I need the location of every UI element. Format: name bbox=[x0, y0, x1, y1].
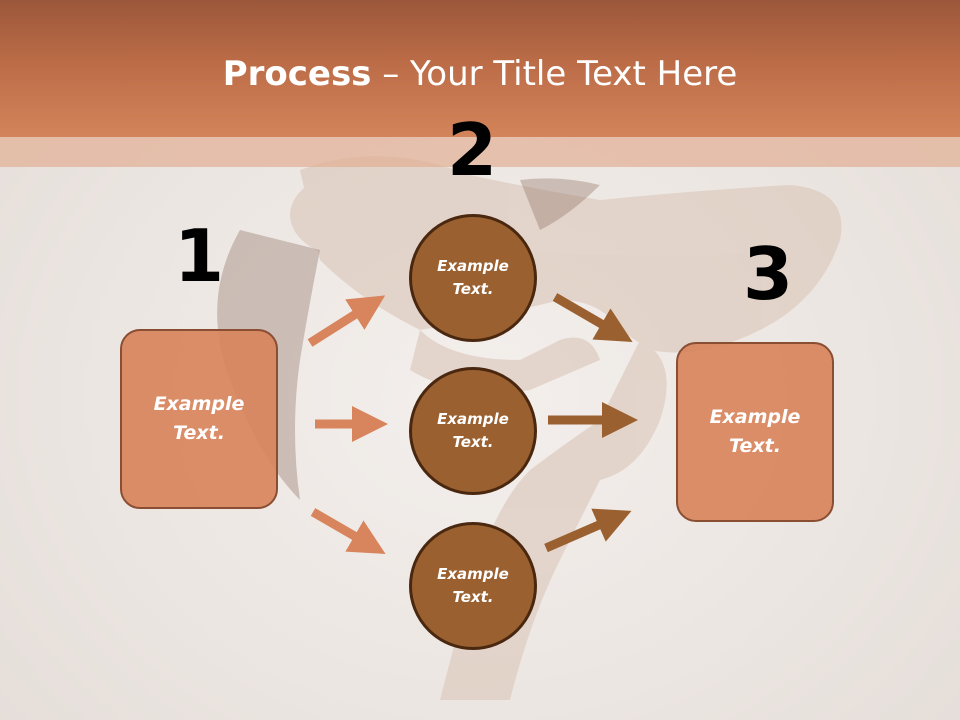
step-number-2: 2 bbox=[446, 108, 498, 192]
arrow-circle-bottom-to-box3 bbox=[544, 508, 632, 553]
title-band bbox=[0, 137, 960, 167]
step-1-box: Example Text. bbox=[120, 329, 278, 509]
step-2-circle-middle: Example Text. bbox=[409, 367, 537, 495]
circle-bottom-text: Example Text. bbox=[437, 565, 509, 606]
step-1-text: Example Text. bbox=[153, 393, 245, 444]
right-arrows bbox=[544, 293, 638, 553]
left-arrows bbox=[307, 295, 388, 555]
step-2-circle-bottom: Example Text. bbox=[409, 522, 537, 650]
step-3-text: Example Text. bbox=[709, 406, 801, 457]
slide-title: Process – Your Title Text Here bbox=[0, 52, 960, 96]
title-rest: – Your Title Text Here bbox=[371, 54, 738, 94]
title-bar bbox=[0, 0, 960, 137]
arrow-box1-to-circle-bottom bbox=[310, 508, 386, 555]
step-number-1: 1 bbox=[173, 214, 225, 298]
arrow-box1-to-circle-top bbox=[307, 295, 386, 347]
step-2-circle-top: Example Text. bbox=[409, 214, 537, 342]
circle-middle-text: Example Text. bbox=[437, 410, 509, 451]
step-3-box: Example Text. bbox=[676, 342, 834, 522]
step-number-3: 3 bbox=[742, 232, 794, 316]
arrow-circle-top-to-box3 bbox=[552, 293, 633, 343]
circle-top-text: Example Text. bbox=[437, 257, 509, 298]
title-bold: Process bbox=[222, 54, 372, 94]
